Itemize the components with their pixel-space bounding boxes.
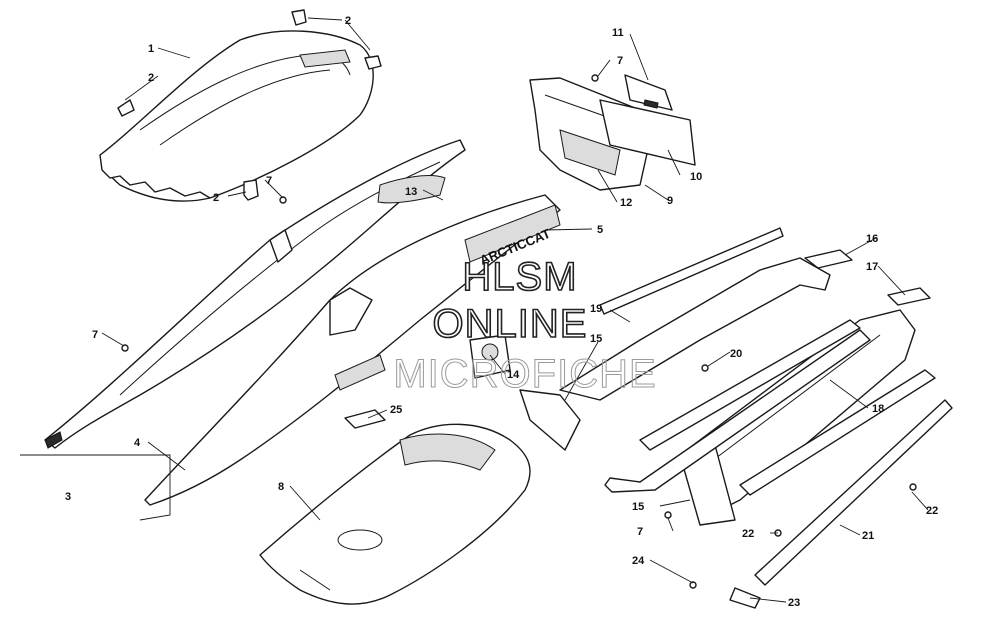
part-16-decal bbox=[804, 249, 853, 269]
callout-15a: 15 bbox=[590, 333, 602, 345]
callout-23: 23 bbox=[788, 597, 800, 609]
callout-labels: 1 2 2 2 3 4 5 7 7 7 7 8 9 10 11 12 13 14… bbox=[65, 15, 938, 609]
callout-15b: 15 bbox=[632, 501, 644, 513]
part-8-storage-tray bbox=[259, 423, 531, 605]
part-17-decal bbox=[887, 287, 931, 306]
callout-1: 1 bbox=[148, 43, 154, 55]
callout-7d: 7 bbox=[637, 526, 643, 538]
callout-20: 20 bbox=[730, 348, 742, 360]
callout-21: 21 bbox=[862, 530, 874, 542]
callout-7b: 7 bbox=[266, 175, 272, 187]
callout-2a: 2 bbox=[345, 15, 351, 27]
part-19-rail bbox=[599, 227, 784, 315]
callout-9: 9 bbox=[667, 195, 673, 207]
callout-22a: 22 bbox=[742, 528, 754, 540]
callout-7a: 7 bbox=[617, 55, 623, 67]
callout-2c: 2 bbox=[213, 192, 219, 204]
callout-7c: 7 bbox=[92, 329, 98, 341]
callout-8: 8 bbox=[278, 481, 284, 493]
callout-16: 16 bbox=[866, 233, 878, 245]
callout-12: 12 bbox=[620, 197, 632, 209]
part-21-bumper-tube bbox=[604, 319, 953, 586]
callout-14: 14 bbox=[507, 369, 520, 381]
part-14-bracket bbox=[469, 334, 511, 379]
part-10-reflector bbox=[599, 99, 696, 166]
callout-19: 19 bbox=[590, 303, 602, 315]
part-1-hood bbox=[99, 30, 374, 202]
callout-22b: 22 bbox=[926, 505, 938, 517]
callout-10: 10 bbox=[690, 171, 702, 183]
callout-5: 5 bbox=[597, 224, 603, 236]
part-5-right-side-panel bbox=[144, 194, 561, 506]
leader-lines bbox=[20, 17, 929, 603]
part-25-decal bbox=[344, 409, 386, 429]
callout-24: 24 bbox=[632, 555, 645, 567]
callout-4: 4 bbox=[134, 437, 141, 449]
callout-3: 3 bbox=[65, 491, 71, 503]
part-4-left-side-panel bbox=[44, 139, 466, 449]
callout-17: 17 bbox=[866, 261, 878, 273]
part-18-rear-panel bbox=[679, 309, 916, 526]
part-16-bumper-upper bbox=[519, 257, 831, 451]
hardware bbox=[121, 74, 917, 609]
callout-25: 25 bbox=[390, 404, 402, 416]
callout-18: 18 bbox=[872, 403, 884, 415]
callout-2b: 2 bbox=[148, 72, 154, 84]
part-11-tail-light bbox=[624, 74, 673, 111]
callout-13: 13 bbox=[405, 186, 417, 198]
callout-11: 11 bbox=[612, 27, 624, 39]
